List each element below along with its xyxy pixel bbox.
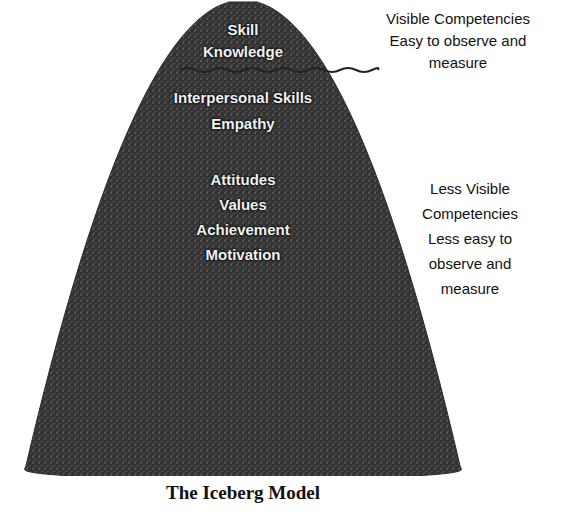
text-slot: Attitudes	[20, 171, 466, 189]
text-slot: Values	[20, 196, 466, 214]
text-slot: Interpersonal Skills	[20, 89, 466, 107]
competency-text: Skill	[228, 21, 259, 39]
text-slot: Motivation	[20, 246, 466, 264]
competency-text: Attitudes	[211, 171, 276, 189]
visibility-note: Less Visible Competencies Less easy to o…	[412, 176, 528, 301]
competency-text: Values	[219, 196, 267, 214]
waterline	[180, 68, 378, 72]
iceberg-body	[25, 2, 462, 476]
competency-text: Empathy	[211, 115, 274, 133]
visibility-note: Visible Competencies Easy to observe and…	[380, 8, 536, 74]
competency-text: Interpersonal Skills	[174, 89, 312, 107]
figure-caption: The Iceberg Model	[143, 482, 343, 504]
text-slot: Achievement	[20, 221, 466, 239]
text-slot: Empathy	[20, 115, 466, 133]
competency-text: Achievement	[196, 221, 289, 239]
competency-text: Motivation	[206, 246, 281, 264]
competency-text: Knowledge	[203, 43, 283, 61]
